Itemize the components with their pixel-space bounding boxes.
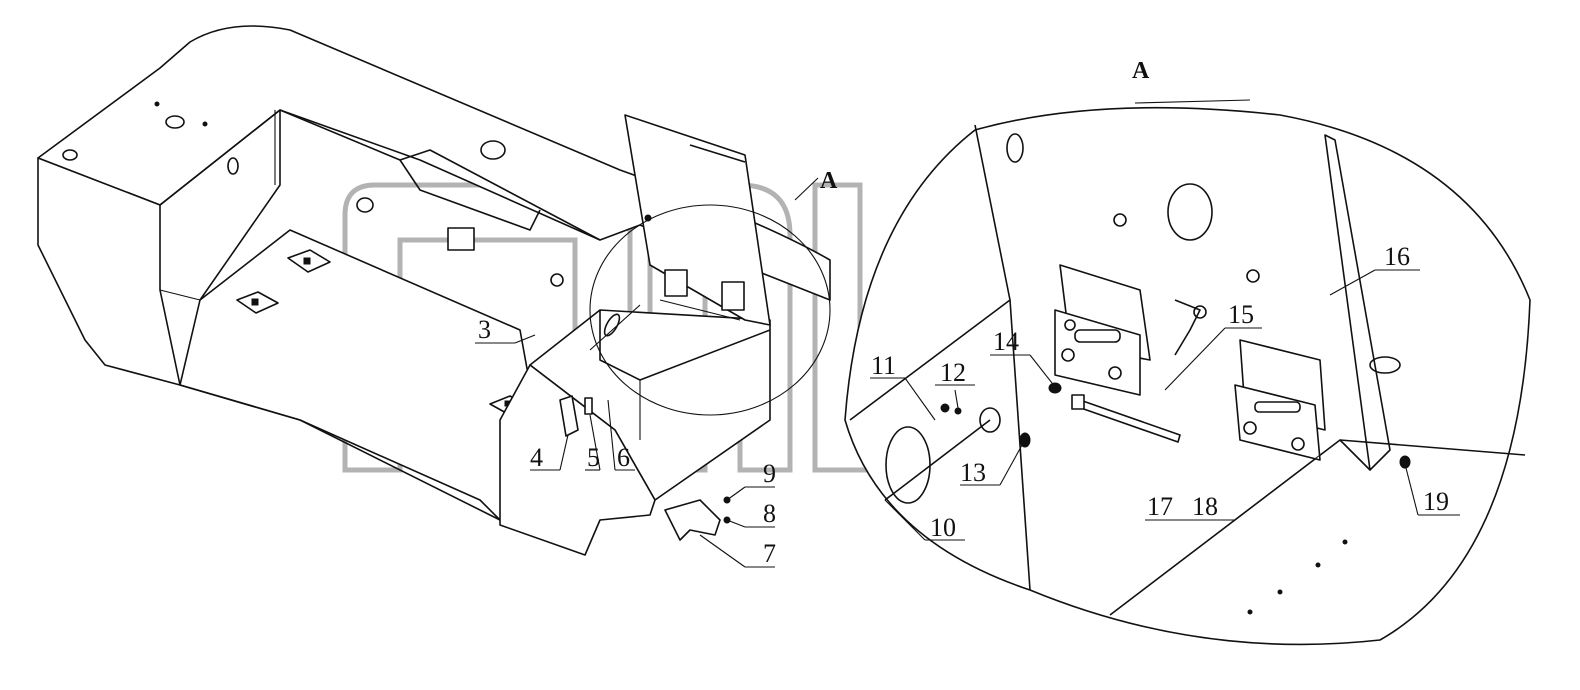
callout-18: 18 bbox=[1192, 492, 1218, 521]
labels: A A 3 4 5 6 9 8 7 11 12 14 13 10 15 16 1… bbox=[478, 58, 1449, 568]
callout-10: 10 bbox=[930, 513, 956, 542]
callout-12: 12 bbox=[940, 358, 966, 387]
callout-3: 3 bbox=[478, 315, 491, 344]
callout-8: 8 bbox=[763, 499, 776, 528]
callout-5: 5 bbox=[587, 443, 600, 472]
detail-view-a bbox=[844, 106, 1531, 646]
callout-6: 6 bbox=[617, 443, 630, 472]
callout-11: 11 bbox=[871, 351, 896, 380]
callout-16: 16 bbox=[1384, 242, 1410, 271]
callout-15: 15 bbox=[1228, 300, 1254, 329]
detail-leaders bbox=[870, 99, 1460, 541]
main-assembly bbox=[37, 25, 831, 556]
callout-17: 17 bbox=[1147, 492, 1173, 521]
callout-4: 4 bbox=[530, 443, 543, 472]
callout-9: 9 bbox=[763, 459, 776, 488]
detail-label-main: A bbox=[820, 168, 838, 194]
callout-14: 14 bbox=[993, 327, 1019, 356]
callout-19: 19 bbox=[1423, 487, 1449, 516]
main-leaders bbox=[475, 177, 819, 568]
detail-title: A bbox=[1132, 58, 1150, 84]
callout-13: 13 bbox=[960, 458, 986, 487]
callout-7: 7 bbox=[763, 539, 776, 568]
